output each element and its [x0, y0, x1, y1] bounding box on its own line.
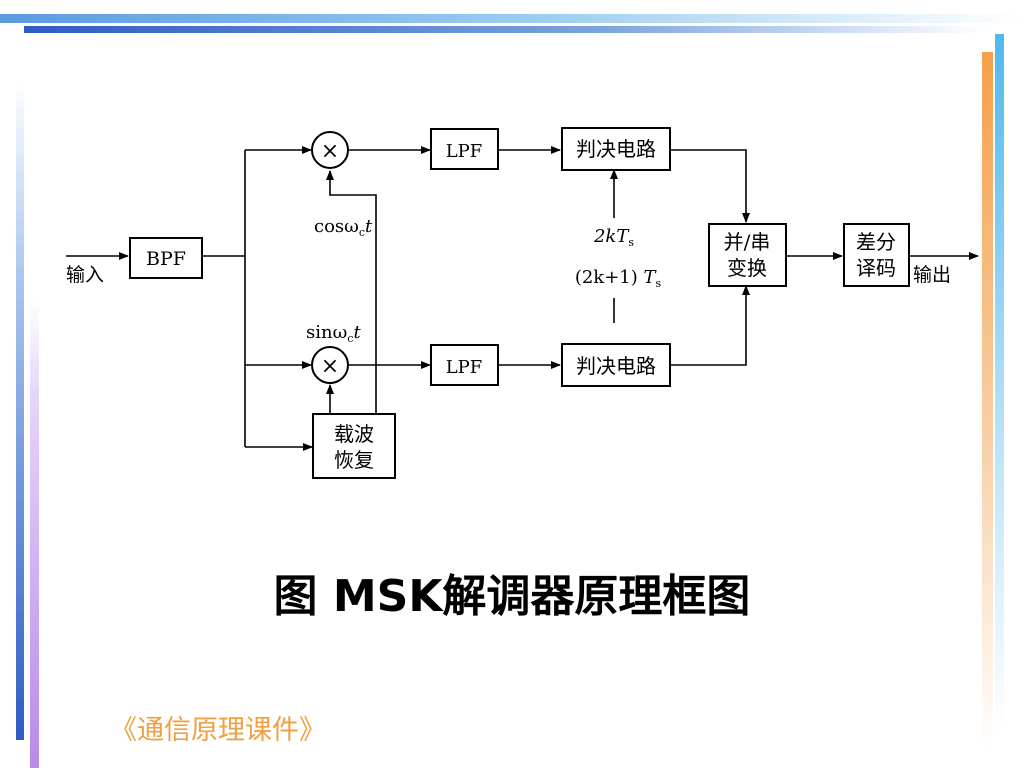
carrier-recovery-box [312, 413, 396, 479]
lpf-top-box [430, 128, 499, 170]
left-decor-bar-purple [30, 300, 39, 768]
left-decor-bar [16, 80, 24, 740]
carrier-recovery-label-2: 恢复 [334, 448, 374, 472]
sample-time-top-label: 2kTs [593, 226, 634, 249]
cos-carrier-label: cosωct [314, 216, 373, 239]
bpf-label: BPF [146, 248, 186, 270]
lpf-bottom-label: LPF [446, 357, 483, 378]
carrier-recovery-label-1: 载波 [334, 422, 374, 446]
decision-top-label: 判决电路 [576, 137, 656, 161]
multiplier-top [311, 131, 349, 169]
sin-carrier-label: sinωct [306, 322, 361, 345]
decision-top-box [561, 127, 671, 171]
multiplier-top-symbol: × [321, 139, 339, 164]
lpf-bottom-box [430, 344, 499, 386]
course-footer: 《通信原理课件》 [110, 715, 326, 746]
parallel-serial-label-2: 变换 [727, 256, 767, 280]
right-decor-bar-blue [995, 34, 1004, 734]
decision-bottom-label: 判决电路 [576, 354, 656, 378]
diff-decode-box [843, 223, 910, 287]
right-decor-bar-orange [982, 52, 993, 752]
multiplier-bottom [311, 346, 349, 384]
input-label: 输入 [66, 264, 104, 286]
sample-time-bottom-label: (2k+1) Ts [575, 267, 662, 290]
diff-decode-label-1: 差分 [856, 230, 896, 254]
top-decor-bar [0, 14, 1024, 23]
decision-bottom-to-ps-wire [670, 285, 750, 366]
multiplier-bottom-symbol: × [321, 354, 339, 379]
carrier-to-cos-mult-wire [326, 170, 377, 414]
top-decor-bar-inner [24, 26, 984, 33]
figure-caption: 图 MSK解调器原理框图 [273, 571, 751, 622]
parallel-serial-box [708, 223, 787, 287]
lpf-top-label: LPF [446, 141, 483, 162]
parallel-serial-label-1: 并/串 [724, 230, 771, 254]
diff-decode-label-2: 译码 [856, 256, 896, 280]
bpf-box [129, 237, 203, 279]
decision-bottom-box [561, 343, 671, 387]
output-label: 输出 [913, 264, 951, 286]
decision-top-to-ps-wire [670, 149, 750, 223]
